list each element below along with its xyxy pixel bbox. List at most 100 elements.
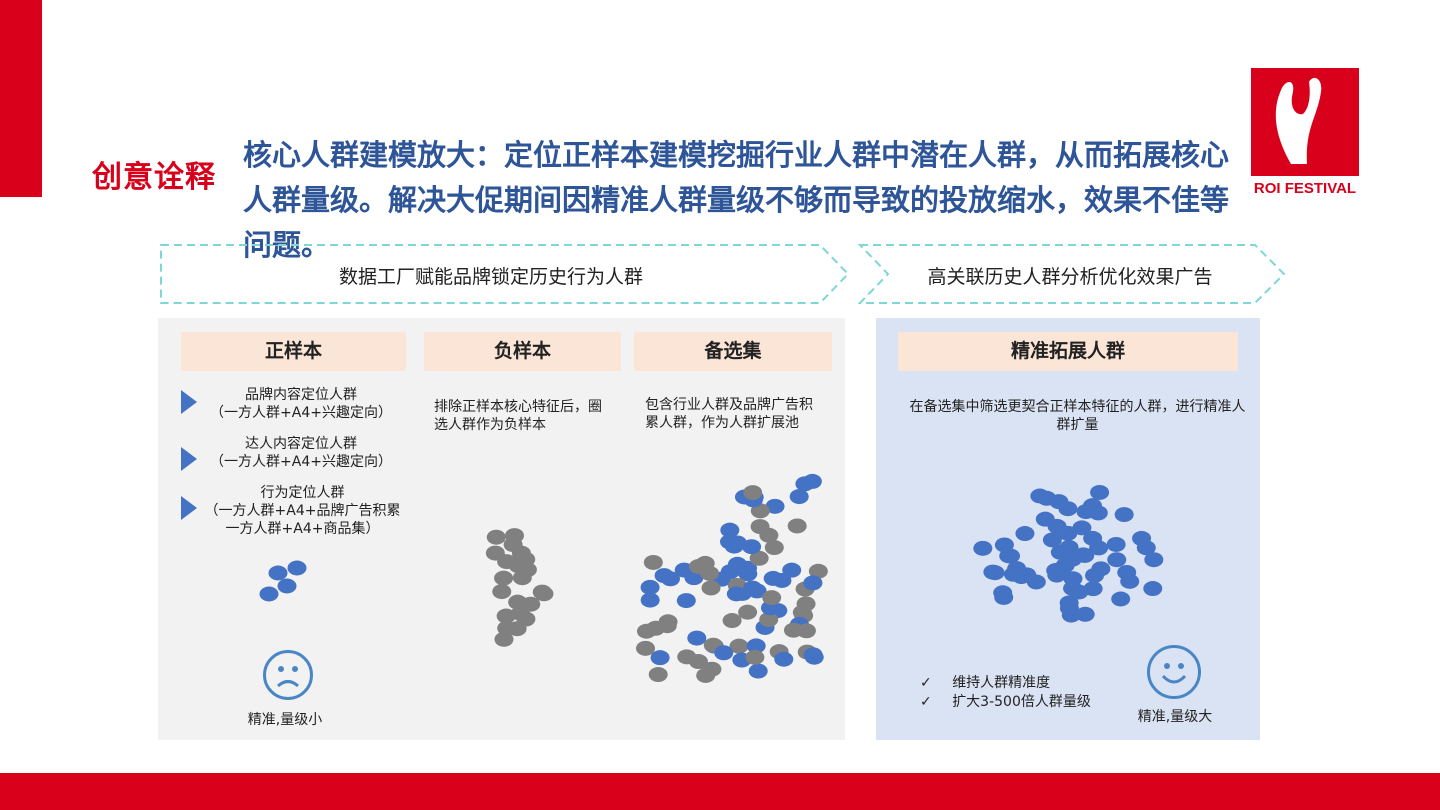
candidate-header: 备选集 <box>634 332 832 371</box>
negative-dot <box>486 529 506 545</box>
expanded-dot <box>1058 525 1078 541</box>
positive-dot <box>277 578 297 594</box>
bullet-triangle-icon <box>181 447 197 471</box>
expanded-dot <box>1091 561 1111 577</box>
candidate-dot <box>650 650 670 666</box>
candidate-desc: 包含行业人群及品牌广告积累人群，作为人群扩展池 <box>645 397 813 431</box>
candidate-dot <box>759 527 779 543</box>
expanded-dot <box>1136 540 1156 556</box>
item-line: 一方人群+A4+商品集） <box>225 521 380 537</box>
candidate-dot <box>743 485 763 501</box>
candidate-dot <box>762 590 782 606</box>
footer-bar <box>0 773 1440 810</box>
candidate-dot <box>748 663 768 679</box>
candidate-dot <box>636 640 656 656</box>
candidate-dot <box>765 498 785 514</box>
negative-dot <box>534 586 554 602</box>
expanded-dot <box>1049 494 1069 510</box>
expanded-dot <box>1083 530 1103 546</box>
candidate-dot <box>803 647 823 663</box>
candidate-dot <box>764 540 784 556</box>
candidate-dot <box>787 518 807 534</box>
candidate-dot <box>640 579 660 595</box>
expanded-dot <box>1072 520 1092 536</box>
candidate-dot <box>696 667 716 683</box>
check-icon: ✓ <box>920 694 932 710</box>
positive-dot <box>287 560 307 576</box>
candidate-dot <box>789 489 809 505</box>
candidate-dot <box>742 580 762 596</box>
candidate-dot <box>795 476 815 492</box>
negative-dot <box>507 621 527 637</box>
expanded-dot <box>1106 536 1126 552</box>
expanded-dot <box>1030 488 1050 504</box>
positive-caption: 精准,量级小 <box>247 712 323 728</box>
positive-item: 品牌内容定位人群 （一方人群+A4+兴趣定向） <box>196 386 406 422</box>
roi-festival-logo: ROI FESTIVAL <box>1251 68 1359 200</box>
candidate-dot <box>745 649 765 665</box>
logo-figure-icon <box>1251 68 1359 176</box>
expanded-dot <box>1114 507 1134 523</box>
candidate-dot <box>746 638 766 654</box>
item-line: （一方人群+A4+兴趣定向） <box>210 405 392 421</box>
candidate-dot <box>720 522 740 538</box>
expanded-dot <box>1042 532 1062 548</box>
candidate-dot <box>714 645 734 661</box>
expanded-dot <box>1120 573 1140 589</box>
candidate-dot <box>720 534 740 550</box>
expanded-dot <box>1083 581 1103 597</box>
negative-header: 负样本 <box>424 332 621 371</box>
expanded-dot <box>1073 547 1093 563</box>
candidate-dot <box>648 667 668 683</box>
sad-face-icon <box>263 650 313 700</box>
item-line: 品牌内容定位人群 <box>245 387 357 403</box>
slide-title: 核心人群建模放大：定位正样本建模挖掘行业人群中潜在人群，从而拓展核心人群量级。解… <box>243 138 1230 262</box>
positive-item: 行为定位人群 （一方人群+A4+品牌广告积累 一方人群+A4+商品集） <box>190 484 415 538</box>
candidate-dot <box>763 570 783 586</box>
candidate-dot <box>687 630 707 646</box>
candidate-dot <box>720 564 740 580</box>
expanded-dot <box>1107 552 1127 568</box>
check-item: ✓ 扩大3-500倍人群量级 <box>920 693 1091 711</box>
item-line: （一方人群+A4+品牌广告积累 <box>204 503 401 519</box>
flow-label-1: 数据工厂赋能品牌锁定历史行为人群 <box>338 266 643 288</box>
candidate-dot <box>701 580 721 596</box>
candidate-dot <box>742 539 762 555</box>
check-label: 维持人群精准度 <box>952 675 1051 691</box>
expanded-dot <box>973 540 993 556</box>
flow-arrow-1 <box>160 244 850 304</box>
section-label: 创意诠释 <box>92 160 216 195</box>
check-item: ✓ 维持人群精准度 <box>920 674 1050 692</box>
negative-dot <box>492 584 512 600</box>
positive-dot <box>259 586 279 602</box>
expanded-dot <box>1111 591 1131 607</box>
bullet-triangle-icon <box>181 496 197 520</box>
logo-text: ROI FESTIVAL <box>1253 180 1357 197</box>
expanded-dot <box>999 548 1019 564</box>
candidate-dot <box>688 654 708 670</box>
expanded-dot <box>1082 498 1102 514</box>
negative-desc: 排除正样本核心特征后，圈选人群作为负样本 <box>434 399 602 433</box>
expanded-dot <box>1007 561 1027 577</box>
flow-arrow-2 <box>857 244 1286 304</box>
candidate-dot <box>803 575 823 591</box>
flow-label-2: 高关联历史人群分析优化效果广告 <box>927 266 1213 288</box>
smile-face-icon <box>1147 645 1201 699</box>
positive-item: 达人内容定位人群 （一方人群+A4+兴趣定向） <box>196 435 406 471</box>
candidate-dot <box>774 651 794 667</box>
candidate-dot <box>796 596 816 612</box>
check-icon: ✓ <box>920 675 932 691</box>
item-line: （一方人群+A4+兴趣定向） <box>210 454 392 470</box>
expanded-dot <box>1059 600 1079 616</box>
expanded-dot <box>1075 606 1095 622</box>
expanded-dot <box>1090 484 1110 500</box>
expanded-dot <box>993 585 1013 601</box>
candidate-dot <box>654 568 674 584</box>
candidate-dot <box>749 550 769 566</box>
candidate-dot <box>729 638 749 654</box>
expand-desc: 在备选集中筛选更契合正样本特征的人群，进行精准人群扩量 <box>909 399 1246 433</box>
negative-dot <box>512 570 532 586</box>
check-label: 扩大3-500倍人群量级 <box>952 694 1091 710</box>
